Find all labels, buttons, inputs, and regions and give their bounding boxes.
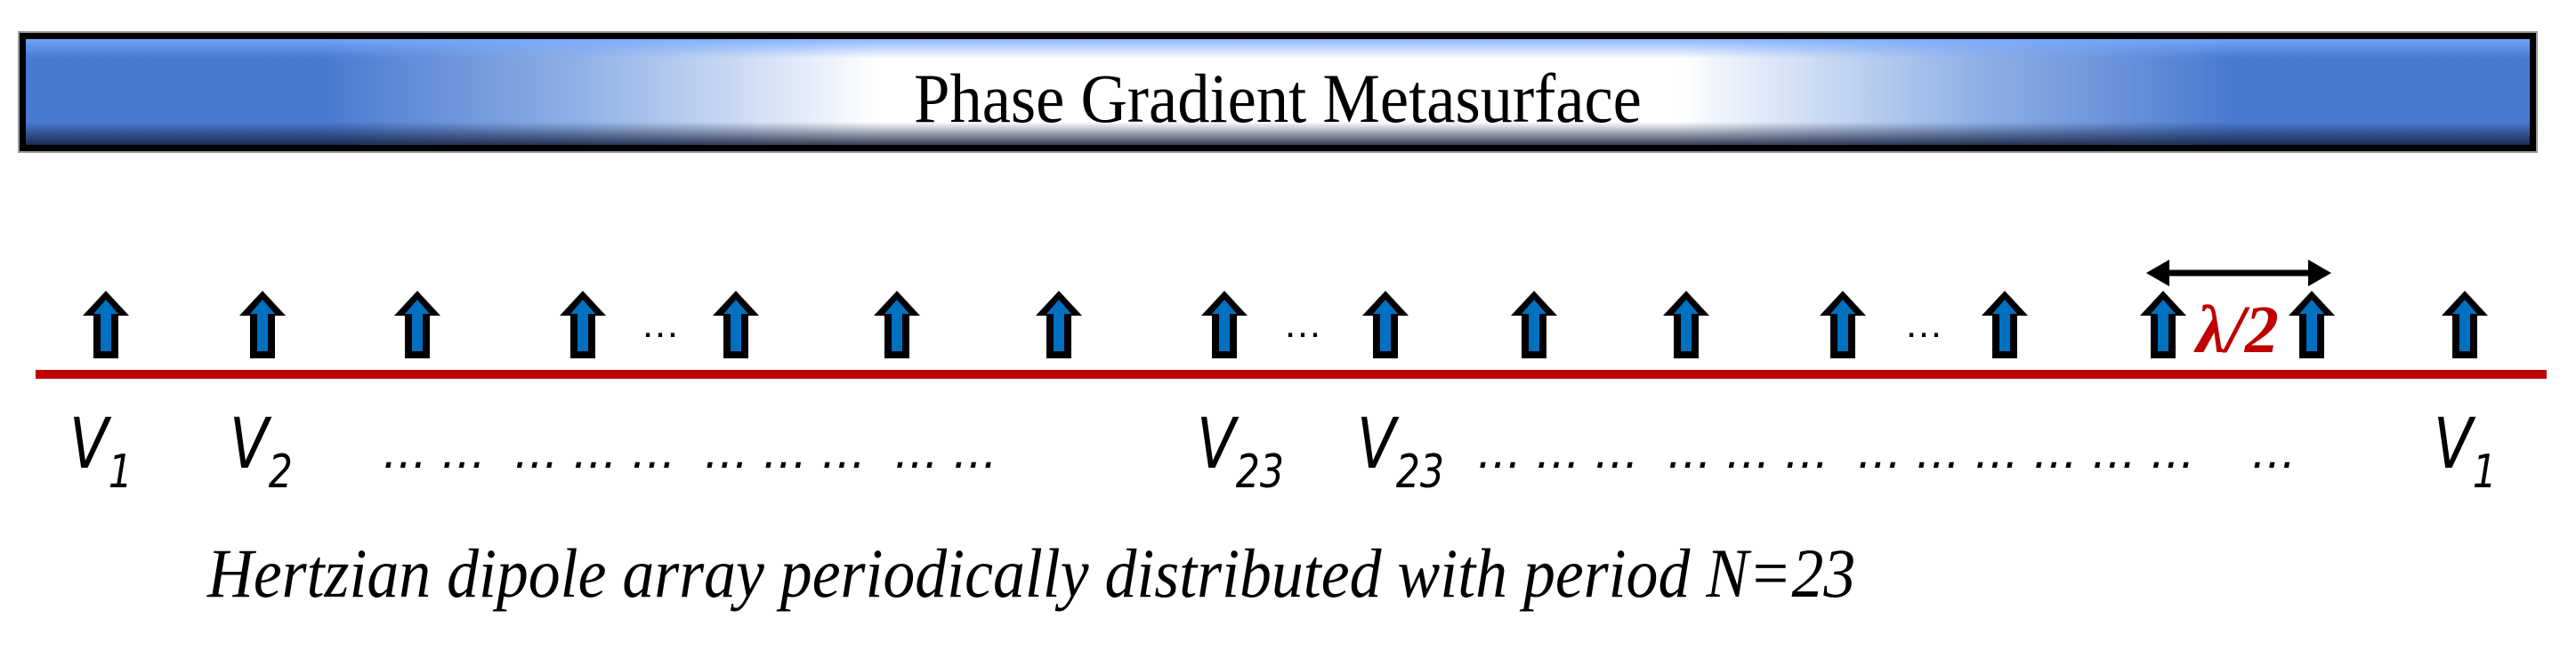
dipole-arrow-icon <box>83 291 129 358</box>
dipole-arrow-icon <box>713 291 759 358</box>
dipole-arrow-icon <box>560 291 606 358</box>
dipole-arrow-icon <box>1036 291 1082 358</box>
dipole-arrow-icon <box>2289 291 2335 358</box>
label-v23-a: V23 <box>1197 405 1285 499</box>
figure-caption: Hertzian dipole array periodically distr… <box>207 534 1856 612</box>
gap-ellipsis: … <box>1904 302 1944 346</box>
gap-ellipsis: … <box>641 302 681 346</box>
dipole-arrow-icon <box>394 291 440 358</box>
label-v23-b: V23 <box>1357 405 1445 499</box>
dipole-arrow-icon <box>1820 291 1866 358</box>
label-v1-left: V1 <box>69 405 133 499</box>
metasurface-bar: Phase Gradient Metasurface <box>20 33 2536 151</box>
metasurface-title: Phase Gradient Metasurface <box>914 60 1642 137</box>
label-ellipsis-right: … … … … … … … … … … … … … <box>1477 427 2297 478</box>
label-v1-right: V1 <box>2434 405 2497 499</box>
dipole-arrow-icon <box>1511 291 1557 358</box>
dipole-arrow-icon <box>874 291 920 358</box>
array-baseline <box>36 370 2547 379</box>
label-ellipsis-left: … … … … … … … … … … <box>383 427 997 478</box>
dipole-arrow-icon <box>2140 291 2186 358</box>
half-wavelength-label: λ/2 <box>2196 293 2279 367</box>
dipole-arrow-icon <box>1663 291 1709 358</box>
double-arrow-icon <box>2146 260 2331 286</box>
dipole-arrow-icon <box>239 291 286 358</box>
label-v2: V2 <box>230 405 293 499</box>
dipole-arrow-icon <box>1362 291 1409 358</box>
dipole-arrow-icon <box>1201 291 1248 358</box>
dipole-arrow-icon <box>2442 291 2488 358</box>
gap-ellipsis: … <box>1283 302 1323 346</box>
dipole-arrow-icon <box>1982 291 2028 358</box>
